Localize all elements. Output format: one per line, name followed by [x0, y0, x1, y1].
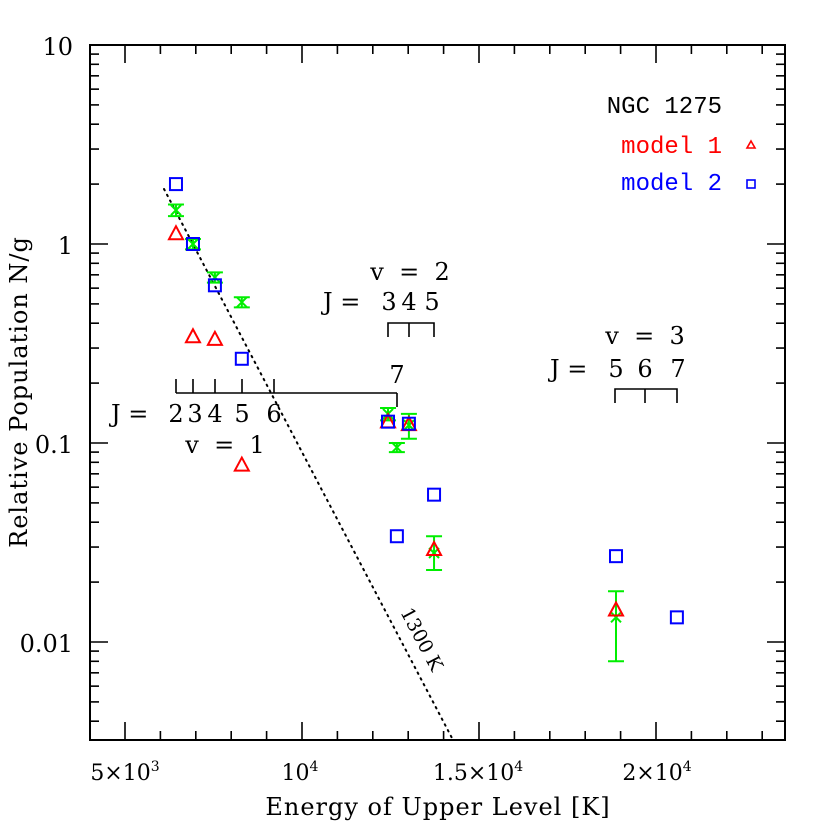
legend-triangle-icon — [745, 139, 757, 149]
ytick-0.1: 0.1 — [35, 431, 73, 459]
v1-j5: 5 — [234, 400, 249, 428]
model2-square-marker — [608, 549, 623, 564]
ytick-0.01: 0.01 — [20, 630, 73, 658]
legend-title: NGC 1275 — [607, 94, 722, 121]
model2-square-marker — [381, 414, 396, 429]
xtick-2e4: 2×104 — [622, 759, 691, 786]
legend-square-icon — [746, 179, 756, 189]
v2-j4: 4 — [401, 288, 416, 316]
xtick-5e3: 5×103 — [90, 759, 159, 786]
v3-j7: 7 — [670, 355, 685, 383]
xtick-1e4: 104 — [282, 759, 319, 786]
observed-errorbar-marker — [233, 296, 250, 309]
y-axis-label: Relative Population N/g — [5, 236, 33, 548]
ytick-1: 1 — [58, 232, 73, 260]
legend-model1-label: model 1 — [621, 134, 722, 161]
v1-j7-label: 7 — [389, 361, 404, 389]
model2-square-marker — [389, 529, 404, 544]
v1-j6: 6 — [266, 400, 281, 428]
plot-frame — [89, 44, 786, 741]
v3-bracket — [614, 388, 678, 403]
axis-ticks — [90, 44, 785, 740]
v1-label: v = 1 — [184, 431, 264, 459]
v1-j3: 3 — [187, 400, 202, 428]
model1-triangle-marker — [233, 455, 251, 472]
v1-j2: 2 — [168, 400, 183, 428]
ytick-10: 10 — [42, 33, 73, 61]
model2-square-marker — [207, 278, 222, 293]
x-axis-label: Energy of Upper Level [K] — [265, 793, 610, 821]
model1-triangle-marker — [425, 539, 443, 556]
v1-bracket — [175, 379, 398, 407]
model2-square-marker — [401, 416, 416, 431]
v2-j3: 3 — [381, 288, 396, 316]
v3-j-prefix: J = — [547, 355, 587, 383]
xtick-1.5e4: 1.5×104 — [433, 759, 523, 786]
model2-square-marker — [669, 610, 684, 625]
v1-j4: 4 — [207, 400, 222, 428]
model1-triangle-marker — [607, 600, 625, 617]
fit-label: 1300 K — [396, 604, 448, 676]
v2-bracket — [387, 322, 435, 337]
v3-j6: 6 — [637, 355, 652, 383]
observed-errorbar-marker — [607, 590, 624, 663]
model2-square-marker — [427, 487, 442, 502]
model2-square-marker — [185, 237, 200, 251]
model2-square-marker — [234, 351, 249, 366]
model2-square-marker — [168, 177, 183, 192]
model1-triangle-marker — [206, 329, 224, 346]
v2-label: v = 2 — [369, 258, 449, 286]
observed-errorbar-marker — [167, 203, 184, 218]
v3-j5: 5 — [608, 355, 623, 383]
model1-triangle-marker — [167, 224, 185, 241]
v2-j5: 5 — [424, 288, 439, 316]
v3-label: v = 3 — [604, 322, 684, 350]
v2-j-prefix: J = — [320, 288, 360, 316]
model1-triangle-marker — [184, 327, 202, 344]
observed-errorbar-marker — [388, 441, 405, 454]
data-points — [167, 177, 684, 663]
legend-model2-label: model 2 — [621, 171, 722, 198]
v1-j-prefix: J = — [108, 400, 148, 428]
